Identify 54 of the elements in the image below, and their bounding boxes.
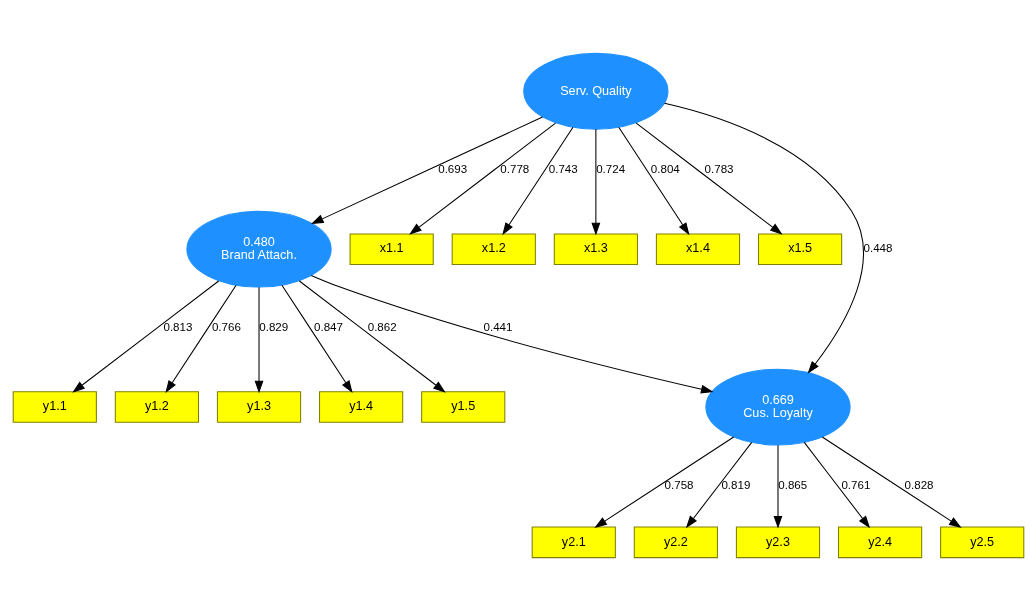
node-ellipse: 0.669 Cus. Loyalty [704,368,851,445]
edge-label: 0.847 [313,320,343,333]
edge-label: 0.828 [904,478,934,491]
arrow [71,280,219,393]
node-box: y2.3 [735,526,820,558]
edge-label: 0.766 [211,320,241,333]
arrow [773,444,782,529]
arrow [590,128,600,235]
node-ellipse: Serv. Quality [522,52,668,130]
arrow [803,441,870,528]
node-box: x1.5 [757,232,842,265]
node-box: y1.2 [114,390,199,423]
node-box: y1.1 [12,390,97,423]
edge-label: 0.778 [499,162,529,175]
node-box: y2.1 [531,526,616,558]
arrow [310,274,714,393]
edge-label: 0.758 [664,478,693,491]
arrow [164,284,237,393]
edge-label: 0.743 [548,162,578,175]
arrow [280,284,353,393]
node-box: x1.4 [655,232,740,265]
edge-label: 0.829 [258,320,288,333]
edge-label: 0.862 [367,320,397,333]
edge-label: 0.804 [650,162,680,175]
arrow [408,122,556,235]
edge-label: 0.813 [162,320,192,333]
arrow [254,286,263,393]
node-box: y2.2 [633,526,718,558]
arrow [617,126,689,235]
arrow [501,126,573,235]
edge-label: 0.448 [863,241,892,254]
node-box: y2.5 [939,526,1024,558]
arrow [310,116,543,224]
edge-label: 0.783 [704,162,734,175]
arrow [593,436,734,528]
arrow [635,122,783,235]
edge-label: 0.724 [595,162,625,175]
arrow [685,441,752,528]
node-box: y1.4 [318,390,403,423]
node-box: y1.3 [216,390,301,423]
node-ellipse: 0.480 Brand Attach. [185,210,332,288]
node-box: x1.3 [553,232,638,265]
edge-label: 0.693 [437,162,467,175]
node-box: x1.2 [451,232,536,265]
arrow [298,280,446,393]
edge-label: 0.865 [777,478,807,491]
edge-label: 0.441 [483,320,512,333]
arrow [663,102,864,374]
arrow [821,436,962,528]
node-box: y1.5 [420,390,505,423]
node-box: x1.1 [349,232,434,265]
edge-label: 0.761 [840,478,870,491]
node-box: y2.4 [837,526,922,558]
edge-label: 0.819 [720,478,750,491]
